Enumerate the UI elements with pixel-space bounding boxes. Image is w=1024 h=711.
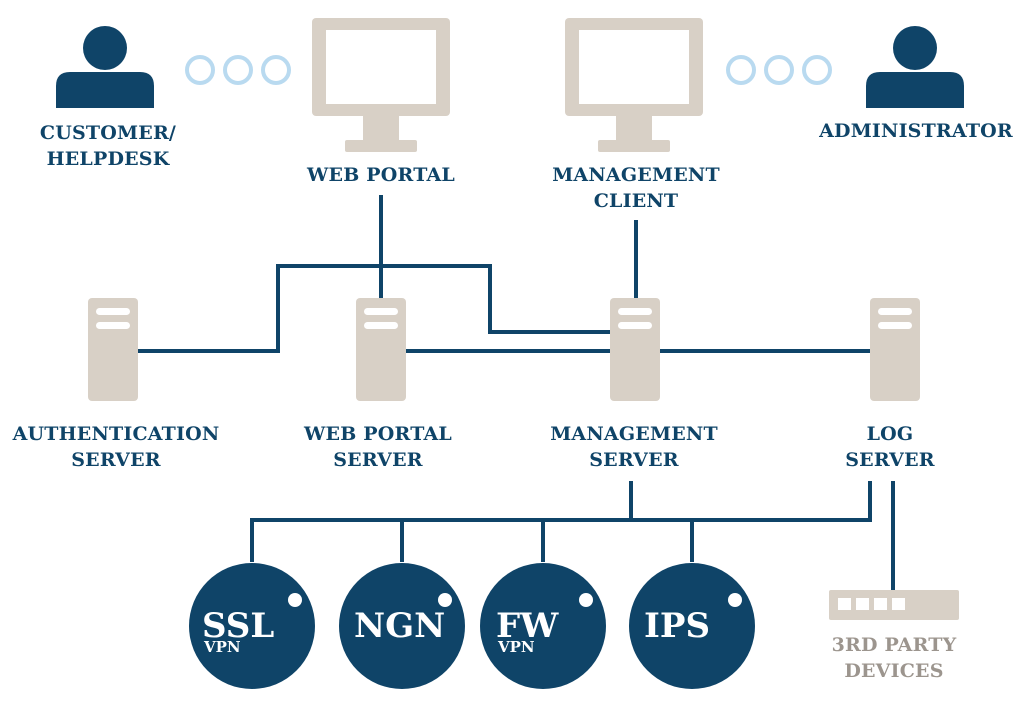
- label-line: AUTHENTICATION: [12, 423, 220, 445]
- label-line: SERVER: [333, 449, 423, 471]
- engine-main-label: SSL: [202, 606, 274, 646]
- label-line: ADMINISTRATOR: [819, 120, 1013, 142]
- label-line: CUSTOMER/: [39, 122, 177, 144]
- label-line: MANAGEMENT: [552, 164, 720, 186]
- engine-sub-label: VPN: [497, 638, 535, 656]
- label-line: WEB PORTAL: [307, 164, 455, 186]
- log-server-label: LOG SERVER: [835, 421, 945, 473]
- management-server-label: MANAGEMENT SERVER: [534, 421, 734, 473]
- web-portal-client-label: WEB PORTAL: [291, 162, 471, 188]
- label-line: HELPDESK: [46, 148, 170, 170]
- customer-helpdesk-label: CUSTOMER/ HELPDESK: [28, 120, 188, 172]
- server-icon: [88, 298, 138, 401]
- label-line: WEB PORTAL: [304, 423, 452, 445]
- authentication-server-label: AUTHENTICATION SERVER: [2, 421, 230, 473]
- engine-fw-vpn: FW VPN: [480, 563, 606, 689]
- line-auth-to-mgmt: [137, 264, 610, 353]
- label-line: CLIENT: [593, 190, 679, 212]
- server-icon: [610, 298, 660, 401]
- connection-lines: [137, 195, 895, 592]
- label-line: 3RD PARTY: [831, 634, 957, 656]
- label-line: LOG: [866, 423, 914, 445]
- administrator-label: ADMINISTRATOR: [810, 118, 1022, 144]
- engine-main-label: IPS: [644, 606, 710, 646]
- engine-ips: IPS: [629, 563, 755, 689]
- connection-dots-icon: [185, 55, 832, 85]
- label-line: SERVER: [71, 449, 161, 471]
- line-engine-bus: [250, 481, 633, 562]
- engine-ngn: NGN: [339, 563, 465, 689]
- engine-sub-label: VPN: [203, 638, 241, 656]
- person-icon: [866, 26, 964, 108]
- switch-icon: [829, 590, 959, 620]
- label-line: MANAGEMENT: [550, 423, 718, 445]
- server-icon: [356, 298, 406, 401]
- monitor-icon: [565, 18, 703, 152]
- engine-ssl-vpn: SSL VPN: [189, 563, 315, 689]
- web-portal-server-label: WEB PORTAL SERVER: [288, 421, 468, 473]
- label-line: DEVICES: [844, 660, 944, 682]
- line-log-to-bus: [631, 481, 872, 522]
- label-line: SERVER: [589, 449, 679, 471]
- engine-main-label: FW: [496, 606, 559, 646]
- management-client-label: MANAGEMENT CLIENT: [536, 162, 736, 214]
- server-icon: [870, 298, 920, 401]
- label-line: SERVER: [845, 449, 935, 471]
- monitor-icon: [312, 18, 450, 152]
- engine-main-label: NGN: [354, 606, 445, 646]
- third-party-devices-label: 3RD PARTY DEVICES: [820, 632, 968, 684]
- person-icon: [56, 26, 154, 108]
